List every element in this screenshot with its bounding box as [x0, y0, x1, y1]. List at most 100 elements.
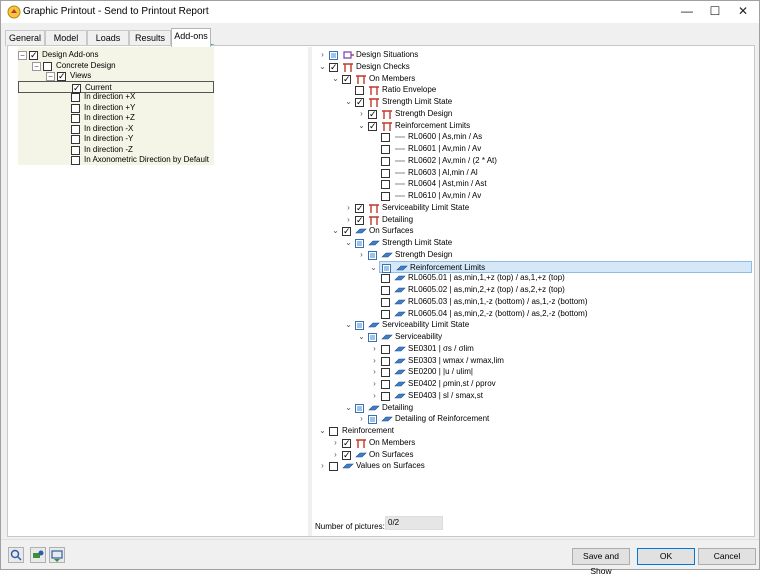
- tree-item[interactable]: ›On Surfaces: [312, 449, 752, 461]
- tree-item[interactable]: ⌄Reinforcement Limits: [370, 260, 752, 273]
- tree-item[interactable]: In direction -Z: [14, 144, 314, 156]
- tree-checkbox[interactable]: [382, 263, 391, 273]
- tree-checkbox[interactable]: [43, 61, 52, 71]
- tree-checkbox[interactable]: [381, 380, 390, 389]
- tree-item[interactable]: ›Strength Design: [312, 108, 752, 120]
- tree-checkbox[interactable]: [381, 274, 390, 284]
- tree-checkbox[interactable]: [71, 156, 80, 165]
- expand-chevron-icon[interactable]: ›: [360, 249, 363, 259]
- tree-item[interactable]: ⌄Reinforcement: [312, 425, 752, 437]
- tree-checkbox[interactable]: [368, 250, 377, 260]
- tree-item[interactable]: RL0603 | Al,min / Al: [312, 167, 752, 179]
- tree-item[interactable]: ⌄Design Checks: [312, 61, 752, 73]
- tree-checkbox[interactable]: [381, 286, 390, 295]
- tree-item[interactable]: −Concrete Design: [14, 60, 314, 72]
- tree-checkbox[interactable]: [329, 462, 338, 472]
- tree-item[interactable]: RL0602 | Av,min / (2 * At): [312, 155, 752, 167]
- tree-checkbox[interactable]: [355, 203, 364, 214]
- expand-chevron-icon[interactable]: ›: [347, 214, 350, 224]
- tree-checkbox[interactable]: [381, 368, 390, 378]
- tree-checkbox[interactable]: [342, 226, 351, 237]
- tree-checkbox[interactable]: [368, 121, 377, 132]
- tree-checkbox[interactable]: [355, 239, 364, 248]
- pane-splitter[interactable]: [308, 47, 312, 536]
- close-button[interactable]: ✕: [737, 4, 749, 18]
- tree-checkbox[interactable]: [355, 215, 364, 226]
- tree-item[interactable]: ›SE0402 | ρmin,st / ρprov: [312, 378, 752, 390]
- collapse-chevron-icon[interactable]: ⌄: [345, 320, 352, 330]
- tree-item[interactable]: RL0604 | Ast,min / Ast: [312, 178, 752, 190]
- tree-item[interactable]: ⌄Strength Limit State: [312, 237, 752, 249]
- tree-item[interactable]: In direction -X: [14, 123, 314, 135]
- expand-chevron-icon[interactable]: ›: [360, 108, 363, 118]
- help-button[interactable]: [8, 547, 24, 563]
- tree-item[interactable]: ⌄Serviceability: [312, 331, 752, 343]
- tree-checkbox[interactable]: [71, 135, 80, 144]
- tree-checkbox[interactable]: [329, 51, 338, 60]
- collapse-chevron-icon[interactable]: −: [32, 61, 41, 71]
- tree-checkbox[interactable]: [355, 97, 364, 108]
- tree-item[interactable]: RL0605.03 | as,min,1,-z (bottom) / as,1,…: [312, 296, 752, 308]
- collapse-chevron-icon[interactable]: ⌄: [358, 332, 365, 341]
- tree-item[interactable]: In direction +X: [14, 91, 314, 103]
- collapse-chevron-icon[interactable]: ⌄: [358, 120, 365, 130]
- collapse-chevron-icon[interactable]: ⌄: [345, 402, 352, 412]
- tree-item[interactable]: ⌄Reinforcement Limits: [312, 120, 752, 132]
- tree-checkbox[interactable]: [342, 438, 351, 449]
- tree-item[interactable]: ›Serviceability Limit State: [312, 202, 752, 214]
- tree-item[interactable]: In direction +Y: [14, 102, 314, 114]
- save-and-show-button[interactable]: Save and Show: [572, 548, 630, 576]
- tree-checkbox[interactable]: [72, 83, 81, 94]
- tree-checkbox[interactable]: [368, 109, 377, 120]
- tree-checkbox[interactable]: [381, 391, 390, 401]
- collapse-chevron-icon[interactable]: ⌄: [332, 73, 339, 83]
- tree-item[interactable]: RL0605.04 | as,min,2,-z (bottom) / as,2,…: [312, 308, 752, 320]
- tree-checkbox[interactable]: [29, 50, 38, 61]
- tree-checkbox[interactable]: [342, 450, 351, 461]
- tree-item[interactable]: In direction -Y: [14, 133, 314, 145]
- tree-item[interactable]: ›SE0301 | σs / σlim: [312, 343, 752, 355]
- tree-checkbox[interactable]: [381, 156, 390, 166]
- tree-checkbox[interactable]: [355, 403, 364, 413]
- tree-item[interactable]: Ratio Envelope: [312, 84, 752, 96]
- expand-chevron-icon[interactable]: ›: [321, 50, 324, 59]
- tree-checkbox[interactable]: [355, 86, 364, 96]
- tree-item[interactable]: RL0610 | Av,min / Av: [312, 190, 752, 202]
- tree-checkbox[interactable]: [368, 333, 377, 342]
- tree-item[interactable]: RL0605.01 | as,min,1,+z (top) / as,1,+z …: [312, 272, 752, 284]
- settings-button[interactable]: [49, 547, 65, 563]
- tree-checkbox[interactable]: [342, 74, 351, 85]
- cancel-button[interactable]: Cancel: [698, 548, 756, 565]
- tab-results[interactable]: Results: [129, 30, 171, 46]
- tree-checkbox[interactable]: [381, 192, 390, 201]
- tree-item[interactable]: ›SE0200 | |u / ulim|: [312, 366, 752, 378]
- tree-checkbox[interactable]: [329, 427, 338, 436]
- units-button[interactable]: [30, 547, 46, 563]
- collapse-chevron-icon[interactable]: ⌄: [332, 226, 339, 236]
- tree-item[interactable]: ⌄Serviceability Limit State: [312, 319, 752, 331]
- tree-item[interactable]: ⌄On Surfaces: [312, 225, 752, 237]
- tree-item[interactable]: ›SE0303 | wmax / wmax,lim: [312, 355, 752, 367]
- tree-item[interactable]: ⌄On Members: [312, 73, 752, 85]
- collapse-chevron-icon[interactable]: ⌄: [370, 262, 377, 272]
- tree-checkbox[interactable]: [381, 297, 390, 307]
- tree-item[interactable]: ›On Members: [312, 437, 752, 449]
- expand-chevron-icon[interactable]: ›: [373, 355, 376, 365]
- minimize-button[interactable]: —: [681, 4, 693, 18]
- expand-chevron-icon[interactable]: ›: [321, 461, 324, 471]
- tree-checkbox[interactable]: [381, 356, 390, 366]
- tree-item[interactable]: RL0605.02 | as,min,2,+z (top) / as,2,+z …: [312, 284, 752, 296]
- tree-checkbox[interactable]: [368, 415, 377, 425]
- tree-item[interactable]: RL0601 | Av,min / Av: [312, 143, 752, 155]
- maximize-button[interactable]: ☐: [709, 4, 721, 18]
- tree-item[interactable]: In Axonometric Direction by Default: [14, 154, 314, 166]
- tab-add-ons[interactable]: Add-ons: [171, 28, 211, 47]
- expand-chevron-icon[interactable]: ›: [373, 379, 376, 388]
- tree-item[interactable]: ›Strength Design: [312, 249, 752, 261]
- expand-chevron-icon[interactable]: ›: [373, 343, 376, 353]
- collapse-chevron-icon[interactable]: ⌄: [319, 61, 326, 71]
- expand-chevron-icon[interactable]: ›: [334, 437, 337, 447]
- tree-checkbox[interactable]: [71, 103, 80, 113]
- tree-item[interactable]: ⌄Strength Limit State: [312, 96, 752, 108]
- tree-checkbox[interactable]: [71, 124, 80, 134]
